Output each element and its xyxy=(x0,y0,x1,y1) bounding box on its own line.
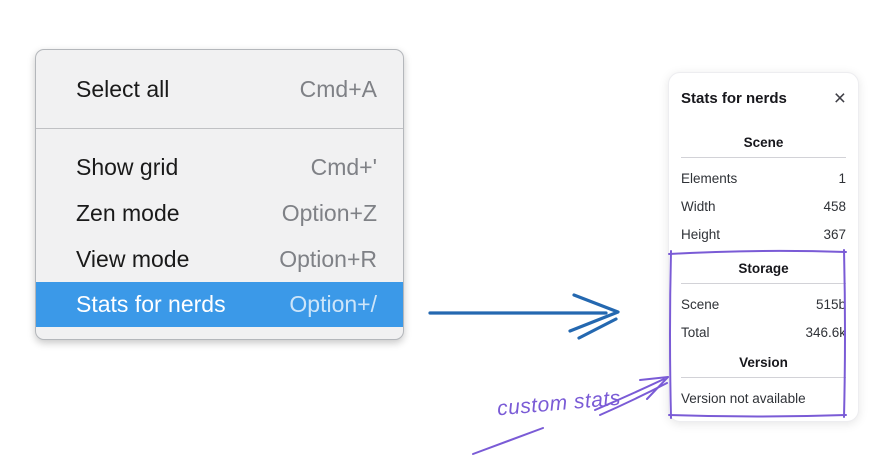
stat-label: Height xyxy=(681,226,721,242)
version-section-header: Version xyxy=(739,355,788,370)
context-menu: Select all Cmd+A Show grid Cmd+' Zen mod… xyxy=(35,49,404,340)
menu-item-label: Zen mode xyxy=(76,199,180,226)
stat-value: 346.6k xyxy=(805,324,846,340)
custom-stats-arrow-tail xyxy=(472,427,544,455)
menu-item-label: Select all xyxy=(76,75,170,102)
custom-stats-arrow-head-bottom xyxy=(646,376,669,400)
scene-section: Scene Elements 1 Width 458 Height 367 xyxy=(681,133,846,248)
section-divider xyxy=(681,157,846,158)
stat-label: Total xyxy=(681,324,710,340)
menu-item-shortcut: Cmd+' xyxy=(310,153,377,180)
blue-arrow-head-extra-stroke xyxy=(577,317,618,340)
blue-arrow xyxy=(428,293,620,340)
stat-value: 367 xyxy=(823,226,846,242)
menu-item-shortcut: Option+R xyxy=(279,245,377,272)
menu-item-label: Show grid xyxy=(76,153,179,180)
storage-section-header: Storage xyxy=(738,261,789,276)
stat-value: 1 xyxy=(838,170,846,186)
stat-row-total-storage: Total 346.6k xyxy=(681,318,846,346)
storage-section: Storage Scene 515b Total 346.6k xyxy=(681,259,846,346)
menu-item-stats-for-nerds[interactable]: Stats for nerds Option+/ xyxy=(36,282,403,327)
menu-item-label: Stats for nerds xyxy=(76,291,226,317)
menu-item-shortcut: Cmd+A xyxy=(299,75,377,102)
version-note: Version not available xyxy=(681,390,806,406)
stat-value: 515b xyxy=(815,296,846,312)
custom-stats-arrow-head-top xyxy=(639,376,669,381)
menu-item-shortcut: Option+Z xyxy=(281,199,377,226)
stat-label: Scene xyxy=(681,296,720,312)
custom-stats-annotation: custom stats xyxy=(496,386,622,421)
menu-item-shortcut: Option+/ xyxy=(289,291,377,317)
menu-item-select-all[interactable]: Select all Cmd+A xyxy=(36,50,403,128)
stat-row-elements: Elements 1 xyxy=(681,164,846,192)
stat-row-scene-storage: Scene 515b xyxy=(681,290,846,318)
menu-item-label: View mode xyxy=(76,245,190,272)
menu-item-view-mode[interactable]: View mode Option+R xyxy=(36,236,403,282)
menu-item-show-grid[interactable]: Show grid Cmd+' xyxy=(36,144,403,190)
section-divider xyxy=(681,377,846,378)
stat-value: 458 xyxy=(823,198,846,214)
section-divider xyxy=(681,283,846,284)
blue-arrow-head xyxy=(568,293,620,333)
close-icon[interactable]: × xyxy=(833,86,846,110)
stat-row-height: Height 367 xyxy=(681,220,846,248)
scene-section-header: Scene xyxy=(743,135,784,150)
stats-panel-header: Stats for nerds × xyxy=(681,87,846,109)
menu-separator xyxy=(36,128,403,129)
menu-group: Show grid Cmd+' Zen mode Option+Z View m… xyxy=(36,129,403,327)
stats-panel-title: Stats for nerds xyxy=(681,89,787,107)
stats-panel: Stats for nerds × Scene Elements 1 Width… xyxy=(668,72,859,422)
stat-row-width: Width 458 xyxy=(681,192,846,220)
stat-label: Elements xyxy=(681,170,738,186)
stat-label: Width xyxy=(681,198,716,214)
menu-item-zen-mode[interactable]: Zen mode Option+Z xyxy=(36,190,403,236)
version-section: Version Version not available xyxy=(681,353,846,412)
